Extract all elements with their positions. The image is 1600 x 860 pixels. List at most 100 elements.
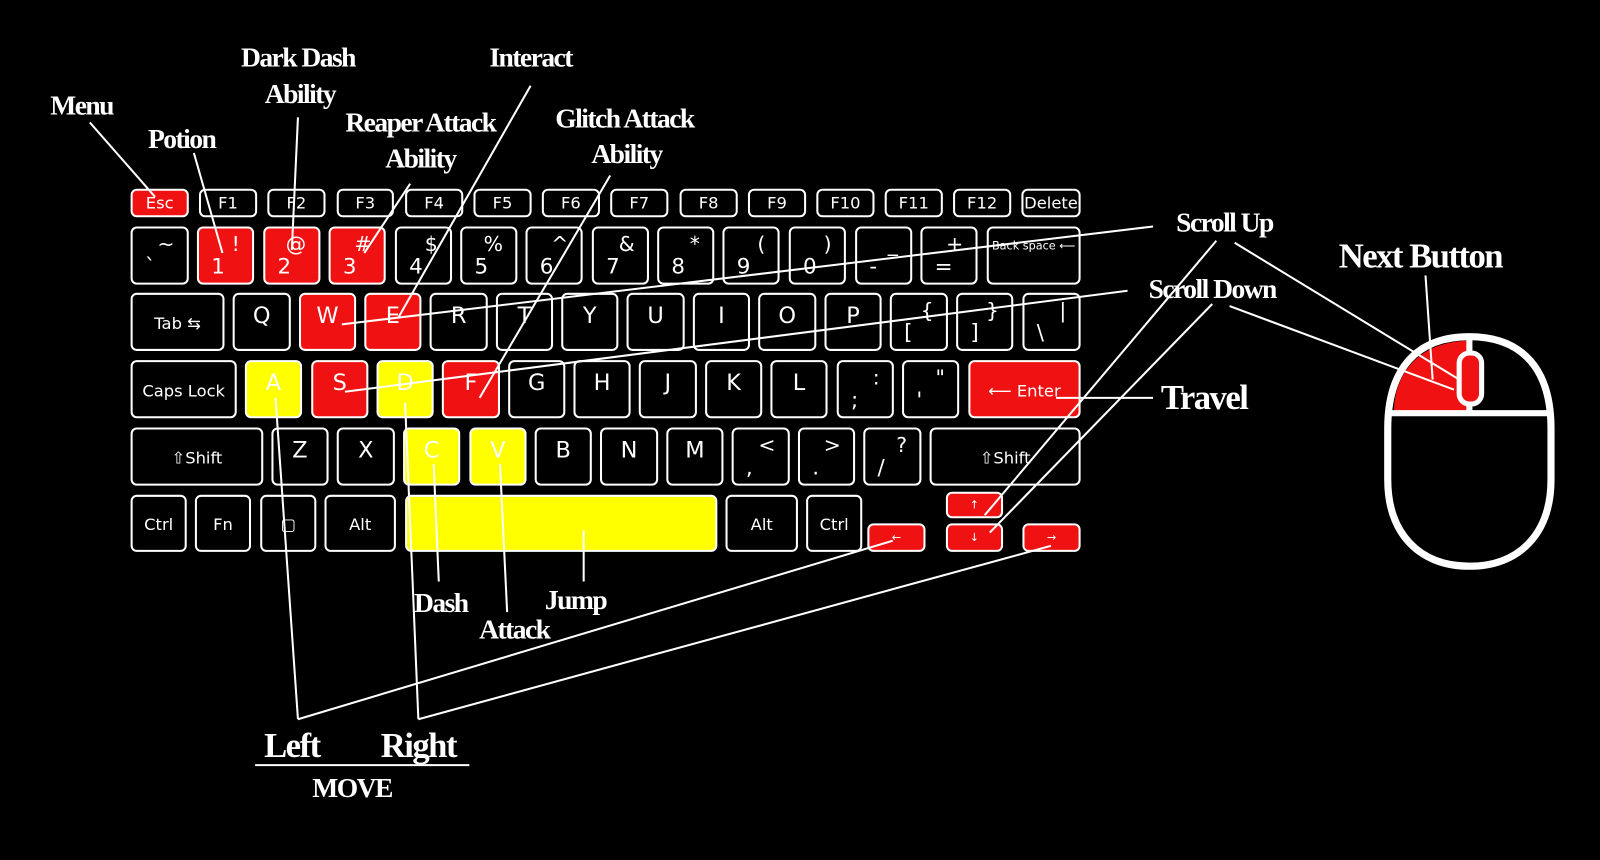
key-shift-label: * [689,231,700,257]
key-label: = [934,254,953,279]
key-y[interactable]: Y [561,292,619,351]
key-0[interactable]: )0 [788,226,846,285]
key-label: 3 [342,254,357,279]
key-u[interactable]: U [626,292,685,351]
key-4[interactable]: $4 [394,226,453,285]
key-ctrl[interactable]: Ctrl [806,494,863,552]
key-p[interactable]: P [824,292,882,351]
key-f9[interactable]: F9 [747,188,807,218]
key-j[interactable]: J [638,360,697,419]
key-f[interactable]: F [441,360,500,419]
key-label: ⟵ Enter [988,380,1061,400]
key-label: O [778,303,797,330]
key-b[interactable]: B [534,427,592,486]
key-f11[interactable]: F11 [884,188,943,218]
key-l[interactable]: L [770,360,828,419]
key-t[interactable]: T [495,292,554,351]
key-q[interactable]: Q [232,292,291,351]
key-label: Tab ⇆ [154,313,201,333]
key-v[interactable]: V [469,427,527,486]
key-sym-3-10[interactable]: :; [836,360,894,419]
key-sym-4-9[interactable]: >. [797,427,856,486]
key-delete[interactable]: Delete [1021,188,1081,218]
key-f2[interactable]: F2 [267,188,326,218]
key-sym-1-0[interactable]: ~` [130,226,189,285]
key-label: 5 [474,254,489,279]
key-label: X [358,438,374,464]
key-label: 1 [211,254,225,279]
key-label: ` [144,254,156,279]
key-label: Alt [750,514,773,535]
key-o[interactable]: O [758,292,817,351]
key-label: / [877,455,885,480]
key-sym-3-11[interactable]: "' [902,360,960,419]
key-shift-label: < [758,432,776,458]
label-next-button: Next Button [1339,236,1504,275]
key-label: G [528,371,546,397]
key-r[interactable]: R [429,292,488,351]
key-label: 4 [409,254,423,279]
key-label: F7 [629,193,650,214]
key-f7[interactable]: F7 [610,188,669,218]
key-sym-5-10[interactable]: → [1022,523,1081,552]
key-a[interactable]: A [244,360,303,419]
key-label: T [517,303,532,330]
mouse-icon [1384,333,1555,570]
label-interact: Interact [489,41,574,72]
key-shift-label: " [935,365,945,390]
key-f10[interactable]: F10 [816,188,875,218]
key-label: 2 [277,254,292,279]
key-x[interactable]: X [336,427,395,486]
key-8[interactable]: *8 [657,226,715,285]
key-label: ' [916,387,923,413]
key-label: M [685,438,705,464]
key-sym-5-8[interactable]: ← [867,523,926,552]
key-shift-label: ~ [157,231,175,257]
label-glitch-ability: Ability [591,138,663,169]
key-shift[interactable]: ⇧Shift [130,427,264,486]
key-fn[interactable]: Fn [194,494,252,552]
key-5[interactable]: %5 [460,226,518,285]
key-esc[interactable]: Esc [130,188,189,218]
key-label: ↓ [969,531,980,545]
key-alt[interactable]: Alt [324,494,396,552]
key-label: I [718,303,725,330]
key-label: F9 [767,193,787,214]
key-caps-lock[interactable]: Caps Lock [130,360,237,419]
key-shift-label: ) [823,231,832,257]
key-sym-4-8[interactable]: <, [731,427,790,486]
key-f6[interactable]: F6 [541,188,600,218]
key-h[interactable]: H [573,360,631,419]
key-f12[interactable]: F12 [953,188,1012,218]
key-space[interactable] [405,494,718,552]
key-f8[interactable]: F8 [679,188,738,218]
key-m[interactable]: M [666,427,724,486]
key-c[interactable]: C [403,427,461,486]
key-n[interactable]: N [599,427,659,486]
key-7[interactable]: &7 [591,226,649,285]
key-label: 0 [803,254,817,279]
label-reaper-attack: Reaper Attack [345,107,497,138]
key-sym-4-10[interactable]: ?/ [863,427,922,486]
key-label: Ctrl [819,514,849,535]
key-k[interactable]: K [705,360,763,419]
key-tab[interactable]: Tab ⇆ [130,292,225,351]
key-f4[interactable]: F4 [405,188,464,218]
key-6[interactable]: ^6 [525,226,583,285]
key-enter[interactable]: ⟵ Enter [968,360,1081,419]
key-label: F8 [698,193,719,214]
key-label: ] [970,320,979,345]
label-travel: Travel [1161,378,1249,417]
key-f3[interactable]: F3 [336,188,394,218]
key-f5[interactable]: F5 [473,188,532,218]
key-ctrl[interactable]: Ctrl [130,494,187,552]
key-sym-5-2[interactable]: ▢ [260,494,317,552]
key-label: A [265,371,282,397]
key-sym-1-12[interactable]: += [920,226,978,285]
key-1[interactable]: !1 [196,226,255,285]
label-dark-dash-ability: Ability [265,78,337,109]
key-shift[interactable]: ⇧Shift [929,427,1081,486]
key-sym-2-12[interactable]: }] [956,292,1014,351]
key-alt[interactable]: Alt [725,494,798,552]
key-label: → [1046,531,1057,545]
